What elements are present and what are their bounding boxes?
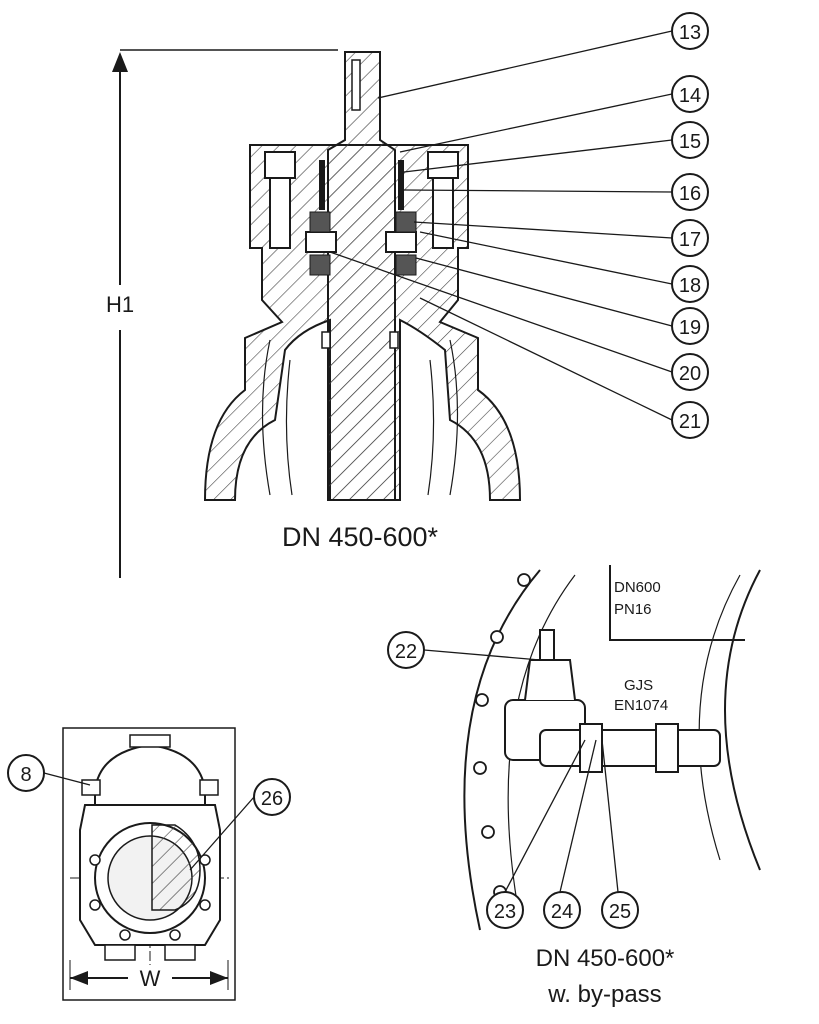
w-label: W: [140, 966, 161, 991]
stem: [327, 51, 396, 501]
callout-24: 24: [543, 891, 581, 929]
collar-left: [305, 231, 337, 253]
svg-text:14: 14: [679, 85, 701, 107]
marking-pn: PN16: [614, 601, 652, 618]
bypass-leaders: [423, 649, 619, 893]
callout-20: 20: [671, 353, 709, 391]
w-dimension: W: [69, 960, 229, 991]
svg-text:15: 15: [679, 131, 701, 153]
bypass-drawing: DN600 PN16 GJS EN1074: [463, 565, 761, 931]
callout-26: 26: [253, 778, 291, 816]
svg-text:24: 24: [551, 901, 573, 923]
top-leaders: [329, 30, 673, 421]
svg-text:13: 13: [679, 22, 701, 44]
callout-23: 23: [486, 891, 524, 929]
callout-8: 8: [7, 754, 45, 792]
marking-dn: DN600: [614, 579, 661, 596]
callout-19: 19: [671, 307, 709, 345]
svg-text:16: 16: [679, 183, 701, 205]
svg-text:20: 20: [679, 363, 701, 385]
svg-text:8: 8: [20, 764, 31, 786]
marking-gjs: GJS: [624, 677, 653, 694]
small-leaders: [43, 772, 255, 871]
callout-21: 21: [671, 401, 709, 439]
callout-18: 18: [671, 265, 709, 303]
callout-14: 14: [671, 75, 709, 113]
h1-label: H1: [106, 292, 134, 317]
bolt-right: [427, 151, 459, 179]
svg-text:26: 26: [261, 788, 283, 810]
svg-text:23: 23: [494, 901, 516, 923]
bolt-left: [264, 151, 296, 179]
caption-bypass-line1: DN 450-600*: [536, 945, 675, 972]
callout-17: 17: [671, 219, 709, 257]
bypass-pipe: [539, 729, 721, 767]
marking-en: EN1074: [614, 697, 668, 714]
top-section-drawing: [203, 51, 522, 501]
caption-top: DN 450-600*: [282, 522, 439, 552]
svg-text:17: 17: [679, 229, 701, 251]
svg-text:19: 19: [679, 317, 701, 339]
svg-text:22: 22: [395, 641, 417, 663]
callout-25: 25: [601, 891, 639, 929]
collar-right: [385, 231, 417, 253]
callout-22: 22: [387, 631, 425, 669]
svg-text:21: 21: [679, 411, 701, 433]
caption-bypass-line2: w. by-pass: [547, 981, 661, 1008]
h1-dimension: H1: [106, 49, 338, 578]
callout-16: 16: [671, 173, 709, 211]
svg-text:18: 18: [679, 275, 701, 297]
callout-13: 13: [671, 12, 709, 50]
svg-text:25: 25: [609, 901, 631, 923]
small-valve-drawing: [62, 727, 236, 1001]
callout-15: 15: [671, 121, 709, 159]
